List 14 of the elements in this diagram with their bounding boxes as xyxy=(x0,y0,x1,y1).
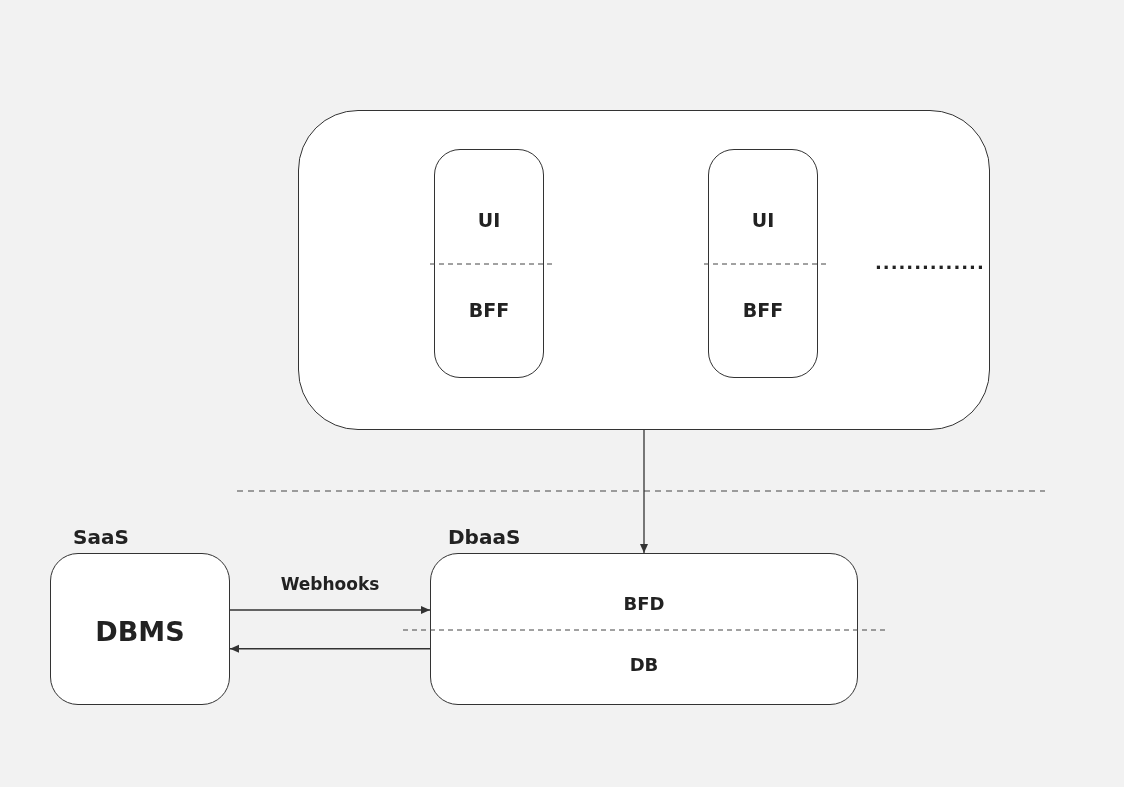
box-label: DBMS xyxy=(94,615,186,649)
box-label: UI xyxy=(750,208,776,233)
box-label: BFD xyxy=(622,592,666,616)
arrow xyxy=(640,429,648,554)
box-label: DB xyxy=(628,653,660,677)
container-box xyxy=(298,110,990,430)
box-heading: SaaS xyxy=(73,524,129,551)
arrow xyxy=(229,644,431,653)
box-heading: DbaaS xyxy=(448,524,521,551)
box-label: BFF xyxy=(467,298,511,323)
box-label: BFF xyxy=(741,298,785,323)
ellipsis-text: .............. xyxy=(875,251,985,275)
arrow xyxy=(229,606,431,614)
box-label: UI xyxy=(476,208,502,233)
